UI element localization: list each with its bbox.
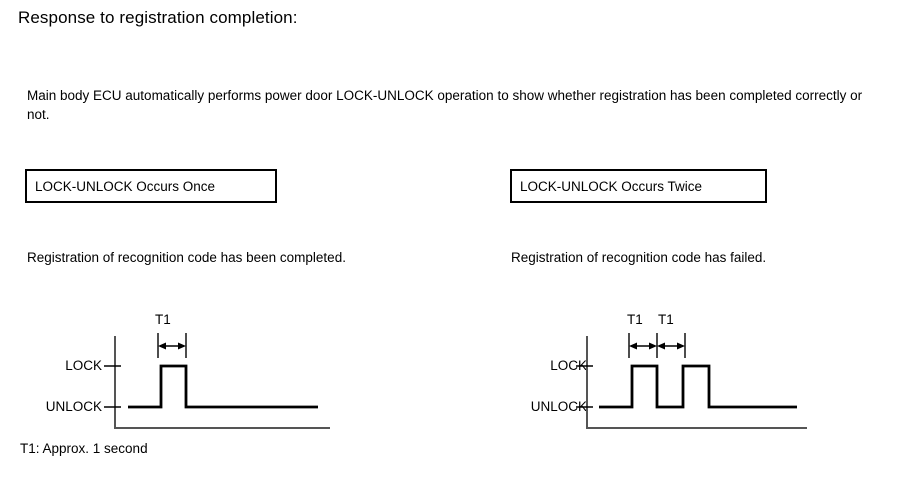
- title-box-twice: LOCK-UNLOCK Occurs Twice: [510, 169, 767, 203]
- axis-label-unlock: UNLOCK: [45, 399, 102, 414]
- intro-paragraph: Main body ECU automatically performs pow…: [27, 88, 863, 122]
- waveform-svg-once: [104, 333, 330, 429]
- arrow-head-left-icon: [158, 342, 166, 350]
- axis-label-lock: LOCK: [65, 358, 102, 373]
- title-box-once: LOCK-UNLOCK Occurs Once: [25, 169, 277, 203]
- signal-trace: [599, 364, 797, 409]
- axis-label-lock: LOCK: [550, 358, 587, 373]
- timing-label-t1: T1: [155, 312, 171, 327]
- title-box-label: LOCK-UNLOCK Occurs Twice: [520, 178, 703, 194]
- waveform-svg-twice: [576, 333, 807, 429]
- title-box-label: LOCK-UNLOCK Occurs Once: [35, 178, 216, 194]
- description-twice: Registration of recognition code has fai…: [511, 250, 767, 265]
- description-once: Registration of recognition code has bee…: [27, 250, 346, 265]
- arrow-head-left-icon: [629, 342, 637, 350]
- panel-lock-unlock-twice: LOCK-UNLOCK Occurs Twice Registration of…: [477, 0, 906, 483]
- page-title: Response to registration completion:: [18, 8, 298, 27]
- arrow-head-mid-left-icon: [649, 342, 657, 350]
- timing-label-t1-second: T1: [658, 312, 674, 327]
- signal-trace: [128, 364, 318, 409]
- footnote-t1: T1: Approx. 1 second: [20, 441, 148, 456]
- panel-lock-unlock-once: LOCK-UNLOCK Occurs Once Registration of …: [25, 169, 346, 429]
- arrow-head-mid-right-icon: [657, 342, 665, 350]
- arrow-head-right-icon: [677, 342, 685, 350]
- arrow-head-right-icon: [178, 342, 186, 350]
- timing-label-t1-first: T1: [627, 312, 643, 327]
- axis-label-unlock: UNLOCK: [530, 399, 587, 414]
